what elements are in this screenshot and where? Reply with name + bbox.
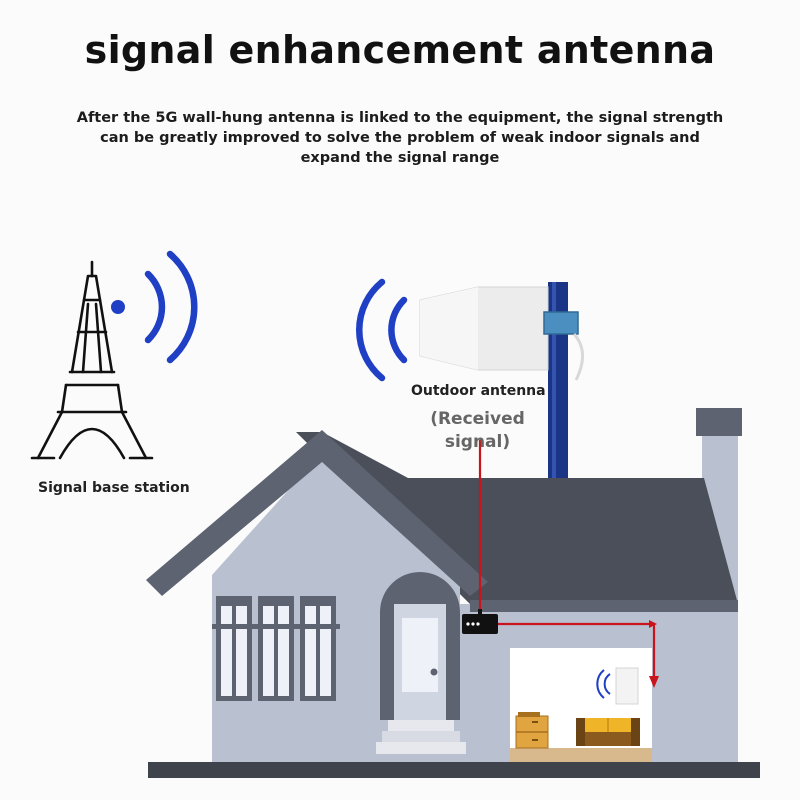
- received-signal-label: (Received signal): [405, 408, 550, 454]
- roof-front: [146, 430, 488, 596]
- nightstand-icon: [515, 712, 549, 749]
- page-subtitle: After the 5G wall-hung antenna is linked…: [76, 110, 724, 166]
- ground: [148, 762, 760, 778]
- base-station-label: Signal base station: [38, 480, 190, 496]
- sofa-icon: [576, 718, 640, 746]
- outdoor-antenna-icon: [419, 286, 584, 381]
- outdoor-antenna-label: Outdoor antenna: [411, 383, 546, 399]
- eiffel-tower-icon: [30, 260, 154, 460]
- roof-back: [296, 432, 738, 604]
- repeater-device-icon: [462, 609, 498, 634]
- signal-wave-icon: [356, 278, 408, 382]
- received-signal-line-1: (Received: [430, 409, 525, 429]
- received-signal-line-2: signal): [444, 432, 511, 452]
- house-windows: [212, 596, 340, 701]
- house-door: [376, 572, 466, 754]
- indoor-antenna-icon: [596, 667, 639, 705]
- signal-wave-icon: [111, 250, 198, 364]
- page-title: signal enhancement antenna: [84, 28, 716, 72]
